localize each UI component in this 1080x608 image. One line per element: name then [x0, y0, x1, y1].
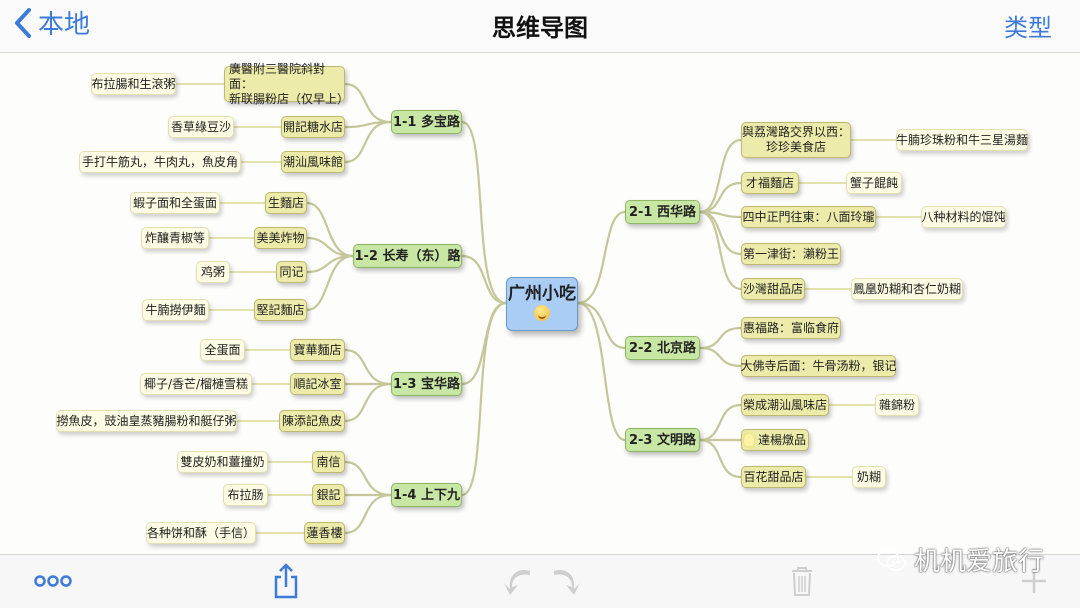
dish-node[interactable]: 各种饼和酥（手信）	[146, 522, 256, 544]
dish-node[interactable]: 牛腩撈伊麵	[142, 299, 209, 321]
more-button[interactable]	[34, 573, 72, 592]
shop-node[interactable]: 銀記	[312, 484, 345, 506]
bottom-toolbar	[0, 554, 1080, 608]
shop-node[interactable]: 惠福路：富临食府	[741, 317, 841, 339]
mindmap-root-node[interactable]: 广州小吃	[506, 277, 578, 331]
shop-node[interactable]: 潮汕風味館	[281, 151, 345, 173]
share-button[interactable]	[273, 563, 299, 603]
dish-node[interactable]: 雙皮奶和薑撞奶	[177, 451, 268, 473]
watermark: 机机爱旅行	[876, 541, 1044, 578]
navigation-bar: 本地 思维导图 类型	[0, 0, 1080, 53]
type-button[interactable]: 类型	[1004, 14, 1052, 42]
back-button[interactable]: 本地	[14, 4, 90, 41]
road-node-2-3[interactable]: 2-3 文明路	[625, 428, 700, 452]
shop-node[interactable]: 開記糖水店	[281, 116, 345, 138]
wechat-icon	[877, 548, 906, 571]
shop-node[interactable]: 第一津街：瀨粉王	[741, 243, 841, 265]
more-icon	[34, 575, 72, 587]
smiley-emoji-icon	[534, 305, 550, 321]
dish-node[interactable]: 牛腩珍珠粉和牛三星湯麵	[896, 129, 1028, 151]
road-node-2-2[interactable]: 2-2 北京路	[625, 336, 700, 360]
road-node-1-3[interactable]: 1-3 宝华路	[391, 372, 462, 396]
shop-node[interactable]: 順記冰室	[290, 373, 345, 395]
back-label: 本地	[38, 10, 91, 40]
dish-node[interactable]: 蝦子面和全蛋面	[130, 192, 220, 214]
shop-node[interactable]: 南信	[312, 451, 345, 473]
share-icon	[274, 563, 298, 599]
road-node-1-1[interactable]: 1-1 多宝路	[391, 110, 462, 134]
dish-node[interactable]: 八种材料的馄饨	[921, 206, 1006, 228]
shop-node[interactable]: 蓮香樓	[304, 522, 345, 544]
watermark-label: 机机爱旅行	[913, 547, 1044, 577]
undo-button[interactable]	[500, 565, 534, 601]
delete-button[interactable]	[790, 565, 814, 601]
shop-node[interactable]: 榮成潮汕風味店	[741, 394, 829, 416]
dish-node[interactable]: 撈魚皮，豉油皇蒸豬腸粉和艇仔粥	[56, 410, 237, 432]
shop-node[interactable]: 廣醫附三醫院斜對面： 新联腸粉店（仅早上）	[224, 62, 349, 106]
mindmap-connectors	[176, 82, 921, 535]
page-title: 思维导图	[492, 14, 588, 42]
road-node-1-2[interactable]: 1-2 长寿（东）路	[353, 244, 462, 268]
shop-node[interactable]: 百花甜品店	[741, 466, 806, 488]
dish-node[interactable]: 蟹子餛飩	[846, 172, 902, 194]
redo-button[interactable]	[550, 565, 584, 601]
dish-node[interactable]: 鸡粥	[196, 261, 230, 283]
shop-node[interactable]: 美美炸物	[254, 227, 307, 249]
trash-icon	[792, 567, 812, 596]
shop-node[interactable]: 四中正門往東：八面玲瓏	[741, 206, 876, 228]
lightbulb-icon	[743, 434, 754, 446]
shop-node[interactable]: 生麵店	[265, 192, 307, 214]
dish-node[interactable]: 鳳凰奶糊和杏仁奶糊	[851, 278, 963, 300]
dish-node[interactable]: 奶糊	[852, 466, 886, 488]
add-button[interactable]	[1020, 567, 1048, 599]
shop-node[interactable]: 沙灣甜品店	[741, 278, 805, 300]
undo-icon	[504, 569, 530, 595]
shop-node[interactable]: 堅記麵店	[254, 299, 307, 321]
mindmap-canvas[interactable]: 广州小吃 1-1 多宝路 1-2 长寿（东）路 1-3 宝华路 1-4 上下九 …	[0, 53, 1080, 553]
dish-node[interactable]: 手打牛筋丸，牛肉丸，魚皮角	[79, 151, 241, 173]
road-node-1-4[interactable]: 1-4 上下九	[391, 483, 462, 507]
dish-node[interactable]: 布拉肠	[223, 484, 268, 506]
dish-node[interactable]: 全蛋面	[200, 339, 245, 361]
shop-node[interactable]: 才福麵店	[741, 172, 799, 194]
shop-node[interactable]: 大佛寺后面：牛骨汤粉，银记	[741, 355, 897, 377]
dish-node[interactable]: 炸釀青椒等	[141, 227, 209, 249]
shop-label: 達楊燉品	[757, 432, 806, 447]
shop-node[interactable]: 陳添記魚皮	[279, 410, 345, 432]
shop-node-with-icon[interactable]: 達楊燉品	[741, 429, 809, 451]
chevron-left-icon	[15, 7, 31, 38]
shop-node[interactable]: 與荔灣路交界以西： 珍珍美食店	[741, 122, 851, 158]
shop-node[interactable]: 寶華麵店	[290, 339, 345, 361]
shop-node[interactable]: 同记	[276, 261, 307, 283]
dish-node[interactable]: 香草綠豆沙	[168, 116, 234, 138]
redo-icon	[554, 569, 580, 595]
add-icon	[1022, 569, 1046, 593]
root-label: 广州小吃	[508, 284, 576, 304]
road-node-2-1[interactable]: 2-1 西华路	[625, 200, 700, 224]
dish-node[interactable]: 布拉腸和生滾粥	[91, 73, 176, 95]
dish-node[interactable]: 雜錦粉	[875, 394, 919, 416]
dish-node[interactable]: 椰子/香芒/榴槤雪糕	[140, 373, 252, 395]
